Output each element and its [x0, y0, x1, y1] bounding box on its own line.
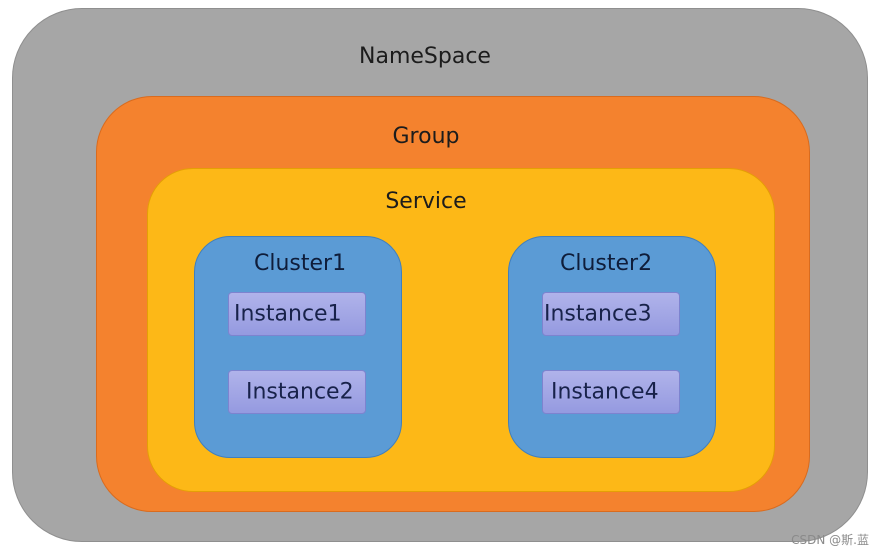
instance3-box: Instance3	[542, 292, 680, 336]
cluster1-box	[194, 236, 402, 458]
instance2-box: Instance2	[228, 370, 366, 414]
group-label: Group	[392, 124, 460, 149]
instance1-label: Instance1	[234, 301, 342, 327]
instance3-label: Instance3	[544, 301, 652, 327]
cluster1-label: Cluster1	[254, 251, 347, 276]
cluster2-label: Cluster2	[560, 251, 653, 276]
service-label: Service	[385, 189, 467, 214]
namespace-label: NameSpace	[359, 44, 491, 69]
instance4-box: Instance4	[542, 370, 680, 414]
csdn-watermark: CSDN @斯.蓝	[791, 533, 869, 547]
cluster2-box	[508, 236, 716, 458]
instance1-box: Instance1	[228, 292, 366, 336]
instance4-label: Instance4	[551, 379, 659, 405]
instance2-label: Instance2	[246, 379, 354, 405]
